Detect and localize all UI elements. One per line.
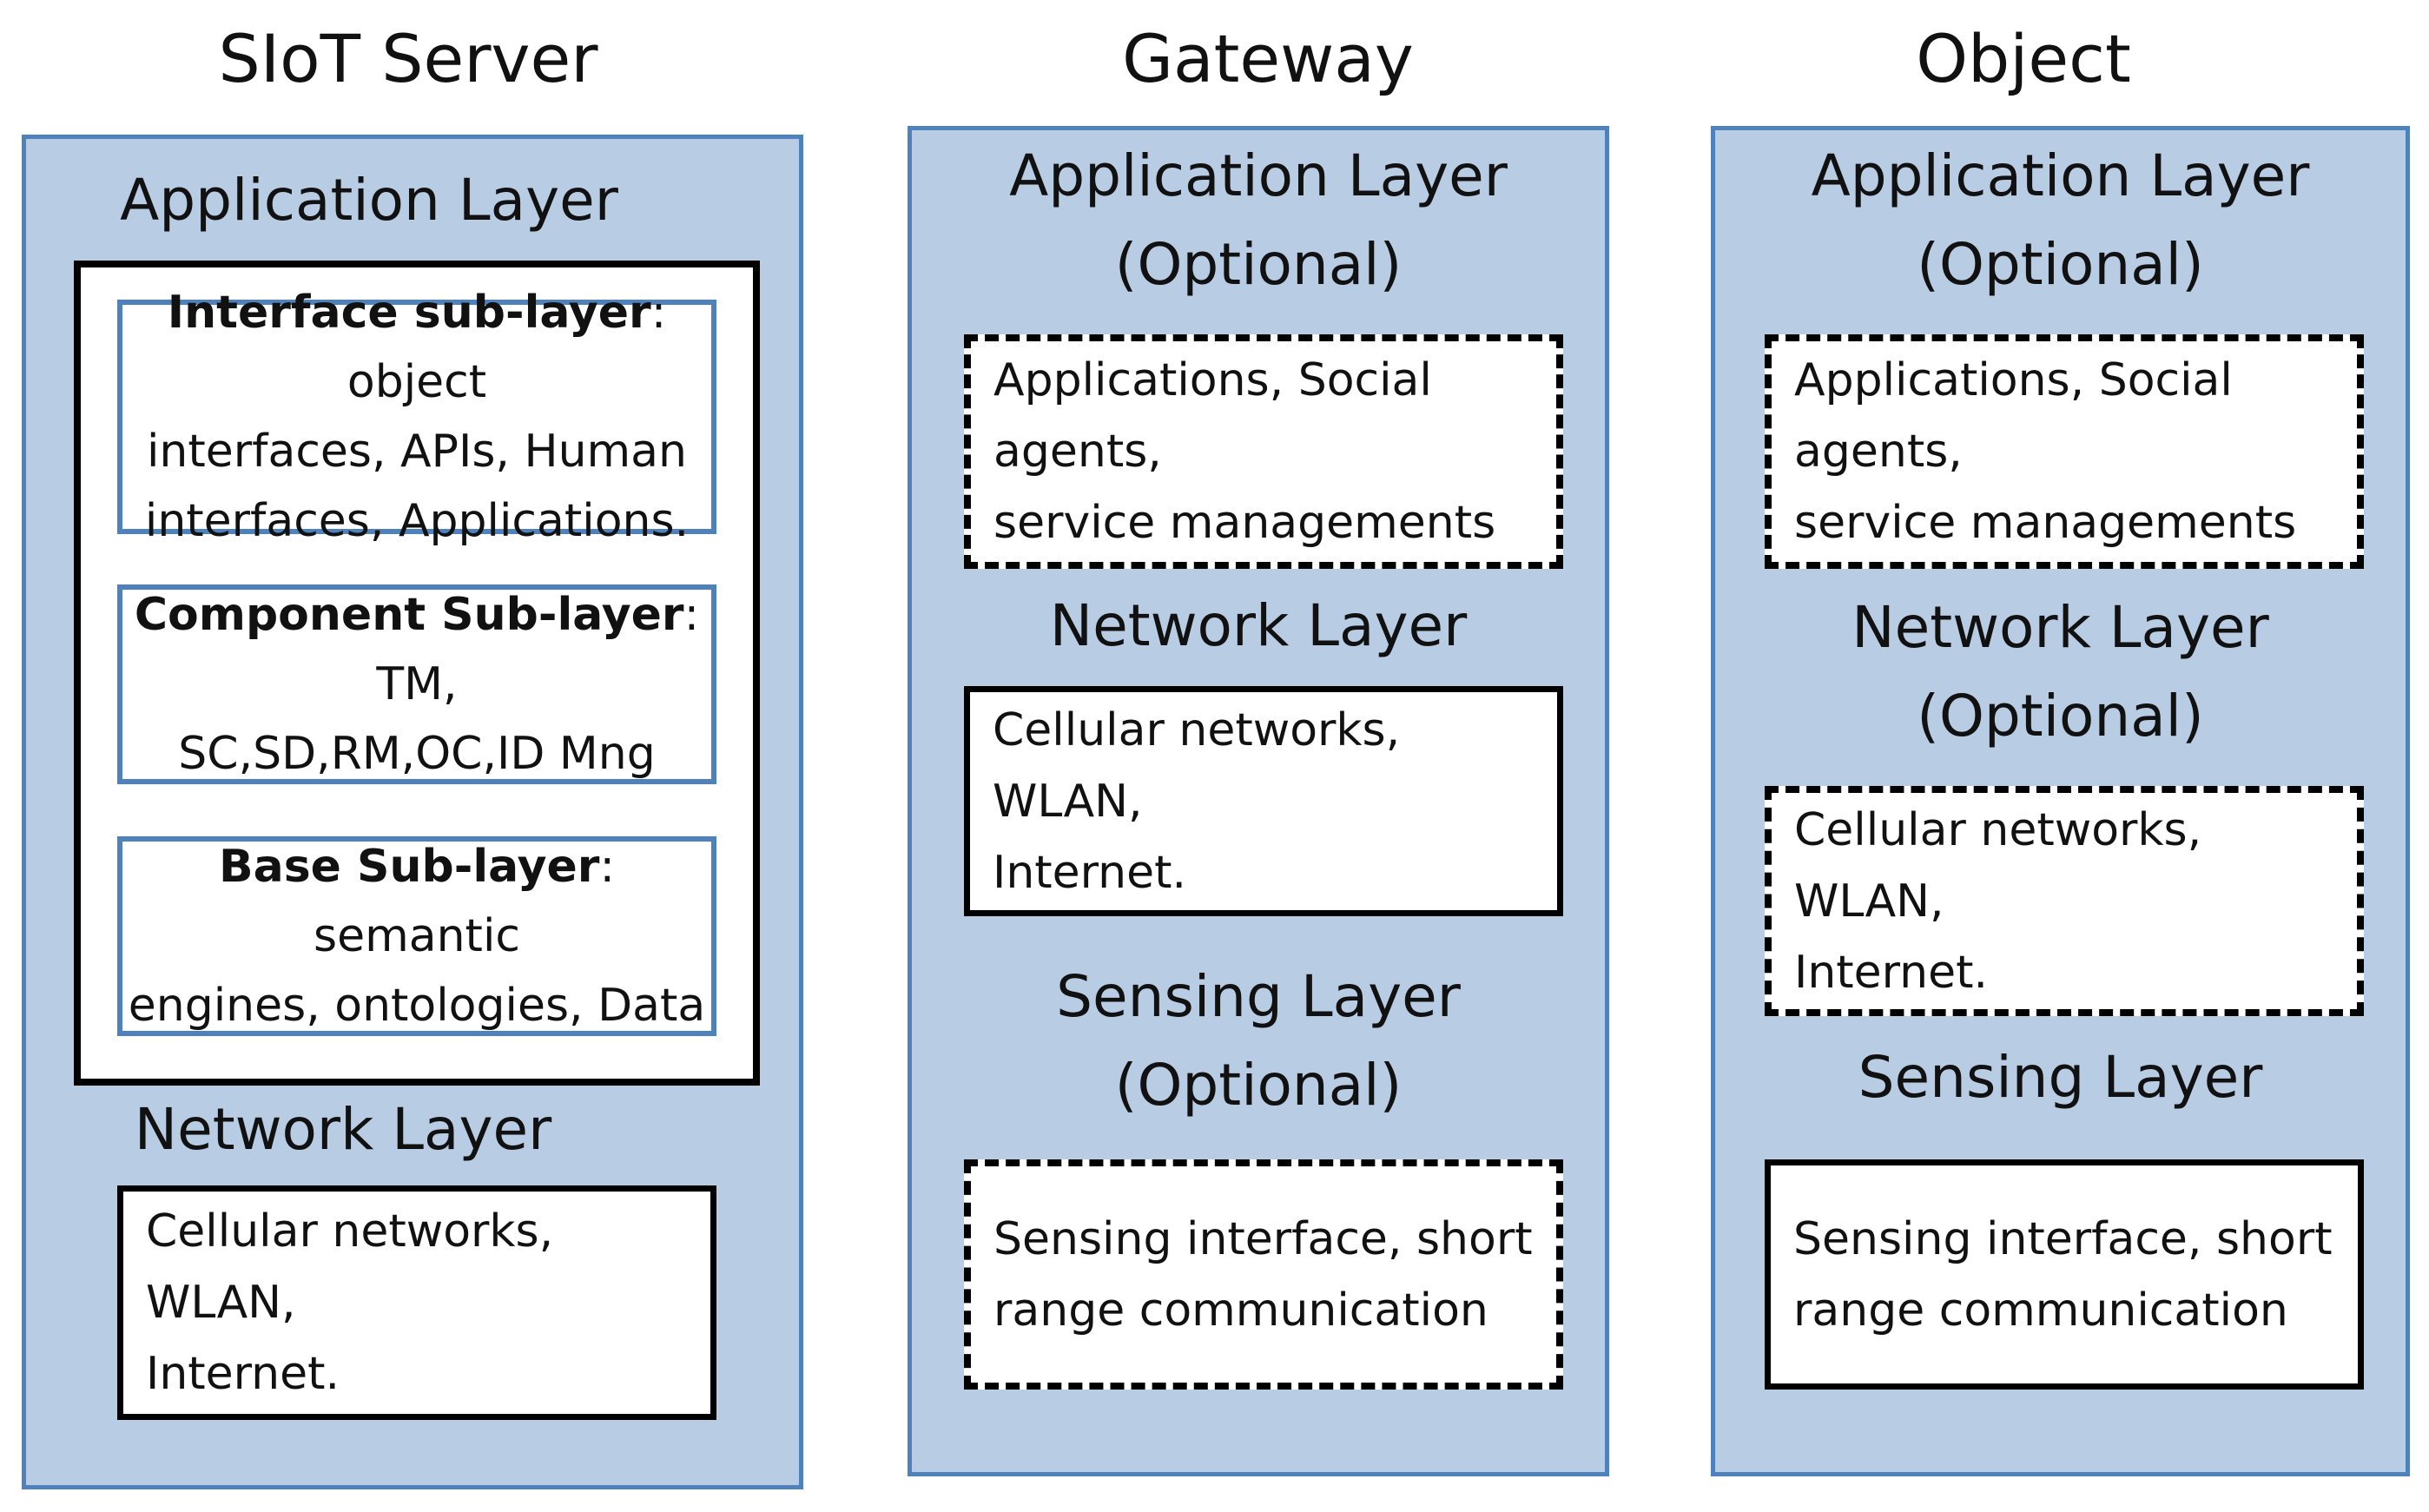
siot-network-layer-box: Cellular networks, WLAN, Internet. [117,1185,716,1420]
object-sensing-line-2: range communication [1793,1284,2288,1337]
gateway-network-line-2: Internet. [993,846,1187,899]
base-sublayer-text-1: : semantic [314,841,615,962]
gateway-application-layer-title-1: Application Layer [1009,142,1508,209]
object-application-layer-box: Applications, Social agents, service man… [1765,334,2364,569]
object-network-layer-box: Cellular networks, WLAN, Internet. [1765,786,2364,1016]
base-sublayer-text-2: engines, ontologies, Data [128,980,706,1032]
component-sublayer-box: Component Sub-layer: TM, SC,SD,RM,OC,ID … [117,584,716,784]
gateway-sensing-line-1: Sensing interface, short [993,1212,1533,1265]
object-application-line-1: Applications, Social agents, [1794,354,2233,478]
interface-sublayer-text-2: interfaces, APIs, Human [146,426,688,478]
object-application-line-2: service managements [1794,497,2297,549]
object-sensing-layer-box: Sensing interface, short range communica… [1765,1159,2364,1390]
component-sublayer-text-1: : TM, [376,589,700,710]
base-sublayer-box: Base Sub-layer: semantic engines, ontolo… [117,836,716,1036]
gateway-application-layer-title: Application Layer (Optional) [908,132,1609,309]
object-network-line-1: Cellular networks, WLAN, [1794,803,2202,928]
object-application-layer-title-1: Application Layer [1811,142,2310,209]
gateway-application-layer-title-2: (Optional) [1114,231,1403,298]
component-sublayer-name: Component Sub-layer [134,589,684,641]
siot-network-line-2: Internet. [146,1348,340,1400]
gateway-application-line-1: Applications, Social agents, [993,354,1432,478]
object-application-layer-title-2: (Optional) [1917,231,2204,298]
component-sublayer-text-2: SC,SD,RM,OC,ID Mng [178,728,656,780]
gateway-sensing-layer-box: Sensing interface, short range communica… [964,1159,1563,1390]
interface-sublayer-text-3: interfaces, Applications. [144,495,690,547]
gateway-network-layer-title: Network Layer [1049,592,1468,659]
gateway-application-line-2: service managements [993,497,1496,549]
object-application-layer-title: Application Layer (Optional) [1711,132,2410,309]
gateway-sensing-layer-title-2: (Optional) [1114,1052,1403,1119]
gateway-title: Gateway [1122,20,1414,97]
object-network-line-2: Internet. [1794,946,1989,999]
siot-network-line-1: Cellular networks, WLAN, [146,1205,554,1329]
object-network-layer-title-2: (Optional) [1917,683,2204,749]
interface-sublayer-box: Interface sub-layer: object interfaces, … [117,287,716,547]
gateway-network-layer-box: Cellular networks, WLAN, Internet. [964,686,1563,916]
siot-application-layer-title: Application Layer [120,167,618,234]
object-title: Object [1916,20,2131,97]
interface-sublayer-text-1: : object [347,287,667,408]
gateway-application-layer-box: Applications, Social agents, service man… [964,334,1563,569]
object-sensing-layer-title: Sensing Layer [1858,1044,2263,1111]
object-network-layer-title: Network Layer (Optional) [1711,584,2410,761]
interface-sublayer-name: Interface sub-layer [167,287,651,339]
gateway-sensing-layer-title-1: Sensing Layer [1056,963,1461,1030]
object-network-layer-title-1: Network Layer [1851,594,2269,661]
siot-server-title: SIoT Server [218,20,598,97]
gateway-network-line-1: Cellular networks, WLAN, [993,703,1401,828]
base-sublayer-name: Base Sub-layer [219,841,600,893]
siot-network-layer-title: Network Layer [134,1096,552,1163]
gateway-sensing-layer-title: Sensing Layer (Optional) [908,953,1609,1130]
object-sensing-line-1: Sensing interface, short [1793,1212,2333,1265]
gateway-sensing-line-2: range communication [993,1284,1488,1337]
